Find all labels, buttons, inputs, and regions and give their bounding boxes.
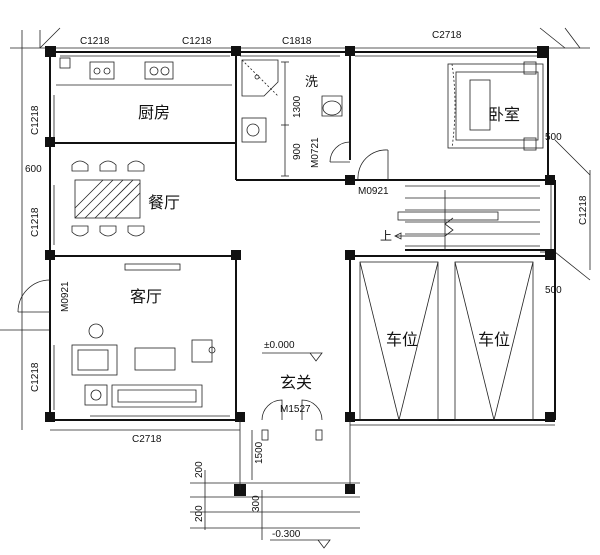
- window-label-top-3: C1818: [282, 36, 312, 47]
- bedroom-door: [357, 149, 389, 181]
- window-label-right: C1218: [578, 195, 589, 225]
- window-label-top-1: C1218: [80, 36, 110, 47]
- door-label-bath: M0721: [310, 137, 321, 168]
- room-label-kitchen: 厨房: [138, 103, 170, 122]
- bath-fixtures: [241, 59, 343, 177]
- room-label-dining: 餐厅: [148, 193, 180, 212]
- kitchen-counter: [56, 57, 232, 86]
- room-label-parking-right: 车位: [478, 330, 510, 349]
- dim-right-500-top: 500: [545, 132, 562, 143]
- window-label-left-2: C1218: [30, 207, 41, 237]
- dim-bath-900: 900: [292, 143, 303, 160]
- bedroom-bed: [447, 61, 544, 151]
- room-label-living: 客厅: [130, 287, 162, 306]
- window-label-top-2: C1218: [182, 36, 212, 47]
- window-label-left-1: C1218: [30, 105, 41, 135]
- door-label-entry: M1527: [280, 404, 311, 415]
- entry-door: [261, 399, 323, 441]
- level-ground: -0.300: [272, 529, 301, 540]
- columns: [45, 46, 555, 496]
- door-label-bedroom: M0921: [358, 186, 389, 197]
- room-label-bedroom: 卧室: [488, 105, 520, 124]
- dim-step-300: 300: [251, 495, 262, 512]
- bath-door: [329, 140, 351, 163]
- stairs: [394, 185, 540, 250]
- window-label-top-4: C2718: [432, 30, 462, 41]
- stair-up-label: 上: [380, 229, 392, 243]
- living-door: [17, 279, 51, 313]
- level-markers: [262, 352, 331, 549]
- level-floor: ±0.000: [264, 340, 295, 351]
- window-label-left-3: C1218: [30, 362, 41, 392]
- dining-table: [71, 160, 145, 237]
- dim-left-600: 600: [25, 164, 42, 175]
- parking-bays: [359, 261, 534, 421]
- living-furniture: [71, 263, 216, 408]
- dim-bath-1300: 1300: [292, 95, 303, 118]
- window-label-bottom: C2718: [132, 434, 162, 445]
- dim-step-200-a: 200: [194, 461, 205, 478]
- window-strips: [53, 55, 552, 417]
- room-label-foyer: 玄关: [280, 373, 312, 392]
- dim-entry-1500: 1500: [254, 441, 265, 464]
- room-label-parking-left: 车位: [386, 330, 418, 349]
- dim-right-500-mid: 500: [545, 285, 562, 296]
- porch-steps: [190, 420, 360, 540]
- room-label-bath: 洗: [305, 75, 318, 90]
- dim-step-200-b: 200: [194, 505, 205, 522]
- axis-lines: [0, 27, 591, 431]
- door-label-living: M0921: [60, 281, 71, 312]
